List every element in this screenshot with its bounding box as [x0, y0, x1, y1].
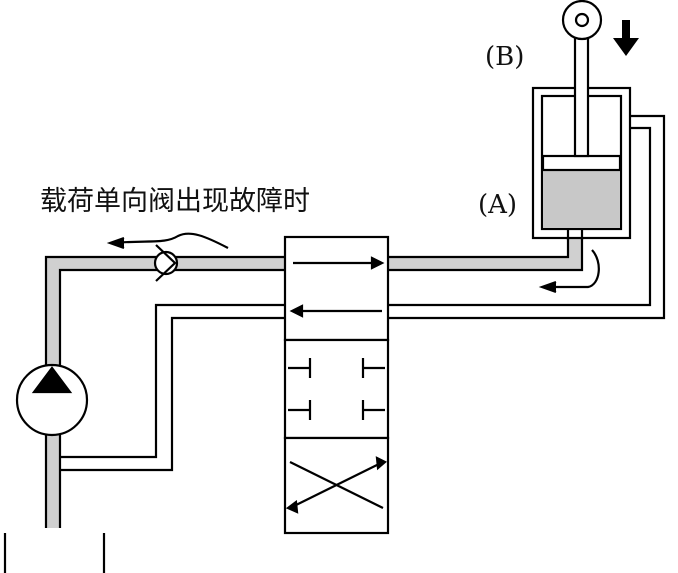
cylinder-symbol: [531, 28, 632, 240]
check-valve-symbol: [153, 244, 179, 282]
tank-symbol: [3, 533, 106, 573]
flow-arrow: [538, 249, 600, 294]
leakage-arrow: [106, 232, 229, 250]
down-arrow-icon: [613, 20, 639, 56]
pump-symbol: [15, 363, 89, 437]
pipe-to-chamber-b: [388, 114, 666, 320]
chamber-b-label: (B): [485, 42, 525, 72]
directional-valve-symbol: [283, 235, 390, 535]
pressure-pipe: [44, 255, 285, 528]
chamber-a-label: (A): [478, 190, 518, 220]
return-pipe: [60, 303, 285, 472]
rod-eye-symbol: [561, 0, 603, 41]
fault-caption: 载荷单向阀出现故障时: [40, 186, 310, 217]
